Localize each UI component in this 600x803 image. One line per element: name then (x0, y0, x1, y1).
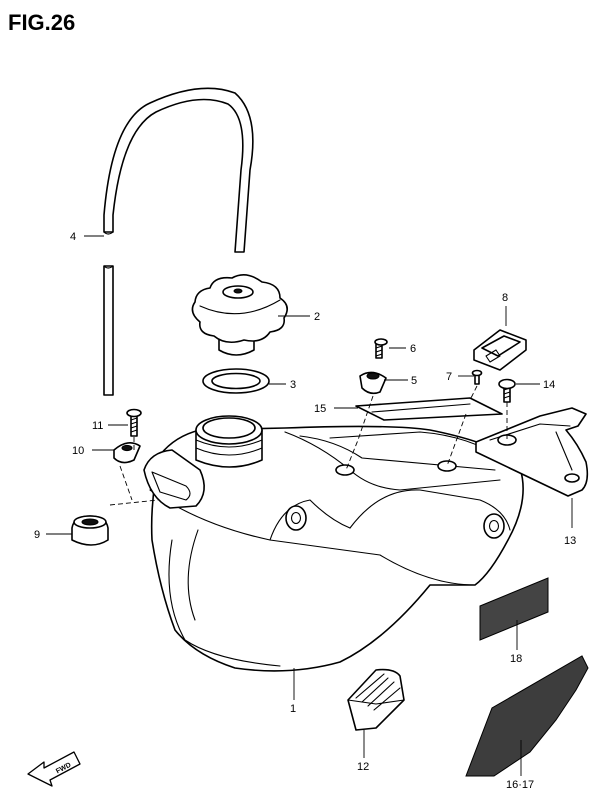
cap-gasket (202, 368, 270, 394)
fuel-cap (191, 274, 288, 356)
label-part-5: 5 (411, 375, 417, 387)
clamp-8 (473, 329, 527, 371)
label-part-7: 7 (446, 371, 452, 383)
label-part-14: 14 (543, 379, 555, 391)
label-part-16-17: 16·17 (506, 779, 534, 791)
leader-lines (46, 235, 573, 776)
figure-title: FIG.26 (8, 10, 75, 35)
label-part-9: 9 (34, 529, 40, 541)
label-part-18: 18 (510, 653, 522, 665)
cushion-block-12 (347, 668, 405, 731)
screw-7 (471, 369, 483, 385)
label-part-8: 8 (502, 292, 508, 304)
label-part-1: 1 (290, 703, 296, 715)
label-part-3: 3 (290, 379, 296, 391)
fwd-arrow-icon: FWD (27, 751, 81, 787)
grommet-9 (71, 515, 109, 546)
label-part-15: 15 (314, 403, 326, 415)
bolt-11 (126, 408, 142, 437)
collar-10 (113, 442, 141, 464)
assembly-alignment-lines (109, 385, 508, 506)
cushion-5 (359, 371, 387, 395)
side-sticker-16-17 (465, 655, 589, 777)
label-part-6: 6 (410, 343, 416, 355)
part-labels: 4 2 3 6 5 7 8 14 15 11 10 9 13 18 1 12 1… (34, 231, 576, 791)
fuel-tank (143, 415, 524, 672)
label-part-11: 11 (92, 420, 103, 432)
breather-hose (103, 87, 254, 396)
screw-6 (374, 338, 388, 359)
label-part-12: 12 (357, 761, 369, 773)
label-part-10: 10 (72, 445, 84, 457)
label-part-2: 2 (314, 311, 320, 323)
bolt-14 (498, 378, 516, 403)
plate-15 (355, 397, 503, 421)
label-part-4: 4 (70, 231, 76, 243)
label-part-13: 13 (564, 535, 576, 547)
label-18 (479, 577, 549, 641)
